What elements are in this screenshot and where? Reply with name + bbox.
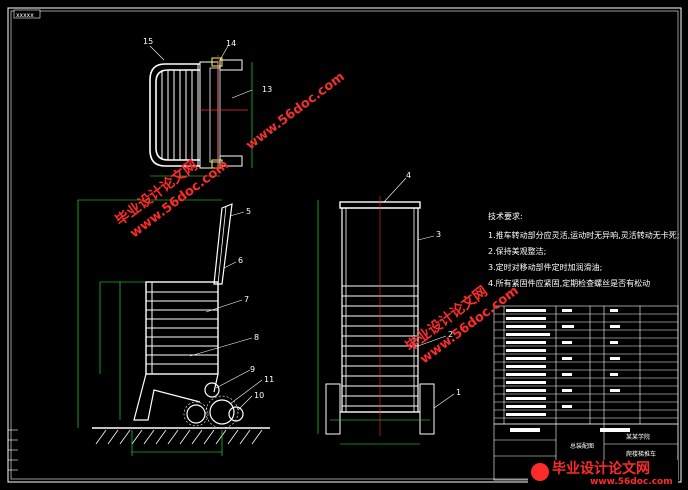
title-block-fill-2 xyxy=(600,428,630,432)
title-drawing-no: 总装配图 xyxy=(570,442,594,450)
tech-req-4: 4.所有紧固件应紧固,定期检查螺丝是否有松动 xyxy=(488,278,650,288)
label-1: 1 xyxy=(456,388,461,397)
side-view xyxy=(77,199,270,456)
label-11: 11 xyxy=(264,375,274,384)
left-edge-marks xyxy=(8,429,18,471)
title-school: 某某学院 xyxy=(626,433,650,441)
tech-req-2: 2.保持美观整洁; xyxy=(488,246,546,256)
label-4: 4 xyxy=(406,171,411,180)
corner-tag-box xyxy=(13,9,41,19)
corner-tag: xxxxx xyxy=(16,12,34,19)
svg-text:www.56doc.com: www.56doc.com xyxy=(243,69,347,153)
top-view xyxy=(149,45,253,177)
label-13: 13 xyxy=(262,85,272,94)
tech-req-title: 技术要求: xyxy=(488,211,523,221)
bottom-logo-bg xyxy=(528,460,678,484)
bottom-logo-cn: 毕业设计论文网 xyxy=(552,460,650,477)
parts-list-fill xyxy=(506,309,620,416)
front-view xyxy=(317,177,455,445)
bottom-logo-url: www.56doc.com xyxy=(590,477,673,487)
watermark-3: www.56doc.com xyxy=(243,69,347,153)
label-7: 7 xyxy=(244,295,249,304)
label-10: 10 xyxy=(254,391,264,400)
label-9: 9 xyxy=(250,365,255,374)
tech-req-3: 3.定时对移动部件定时加润滑油; xyxy=(488,262,602,272)
label-5: 5 xyxy=(246,207,251,216)
label-14: 14 xyxy=(226,39,236,48)
label-15: 15 xyxy=(143,37,153,46)
tech-req-1: 1.推车转动部分应灵活,运动时无异响,灵活转动无卡死; xyxy=(488,230,679,240)
title-name: 爬楼梯推车 xyxy=(626,450,656,458)
title-block-fill-1 xyxy=(510,428,540,432)
label-6: 6 xyxy=(238,256,243,265)
label-2: 2 xyxy=(448,330,453,339)
bottom-logo-icon xyxy=(531,463,549,481)
label-3: 3 xyxy=(436,230,441,239)
sheet-inner-border xyxy=(10,10,679,480)
label-8: 8 xyxy=(254,333,259,342)
watermark-1: 毕业设计论文网 www.56doc.com xyxy=(112,157,232,242)
sheet-border xyxy=(7,7,682,483)
parts-list xyxy=(493,305,679,425)
